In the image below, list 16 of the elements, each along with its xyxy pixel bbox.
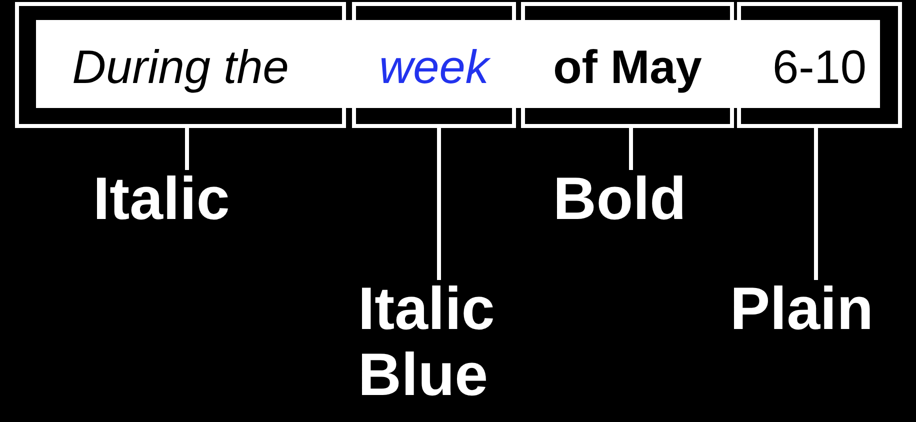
leader-line: [185, 128, 189, 170]
leader-line: [437, 128, 441, 280]
bracket: [15, 2, 346, 128]
format-label: Italic Blue: [358, 276, 528, 408]
bracket: [352, 2, 516, 128]
sample-text: of May: [552, 40, 703, 94]
format-label: Bold: [553, 166, 686, 232]
bracket: [521, 2, 734, 128]
bracket: [737, 2, 902, 128]
format-label: Plain: [730, 276, 874, 342]
sample-text: 6-10: [771, 40, 868, 94]
sample-text: week: [378, 40, 492, 94]
sample-text: During the: [71, 40, 290, 94]
leader-line: [629, 128, 633, 170]
format-label: Italic: [93, 166, 230, 232]
leader-line: [814, 128, 818, 280]
